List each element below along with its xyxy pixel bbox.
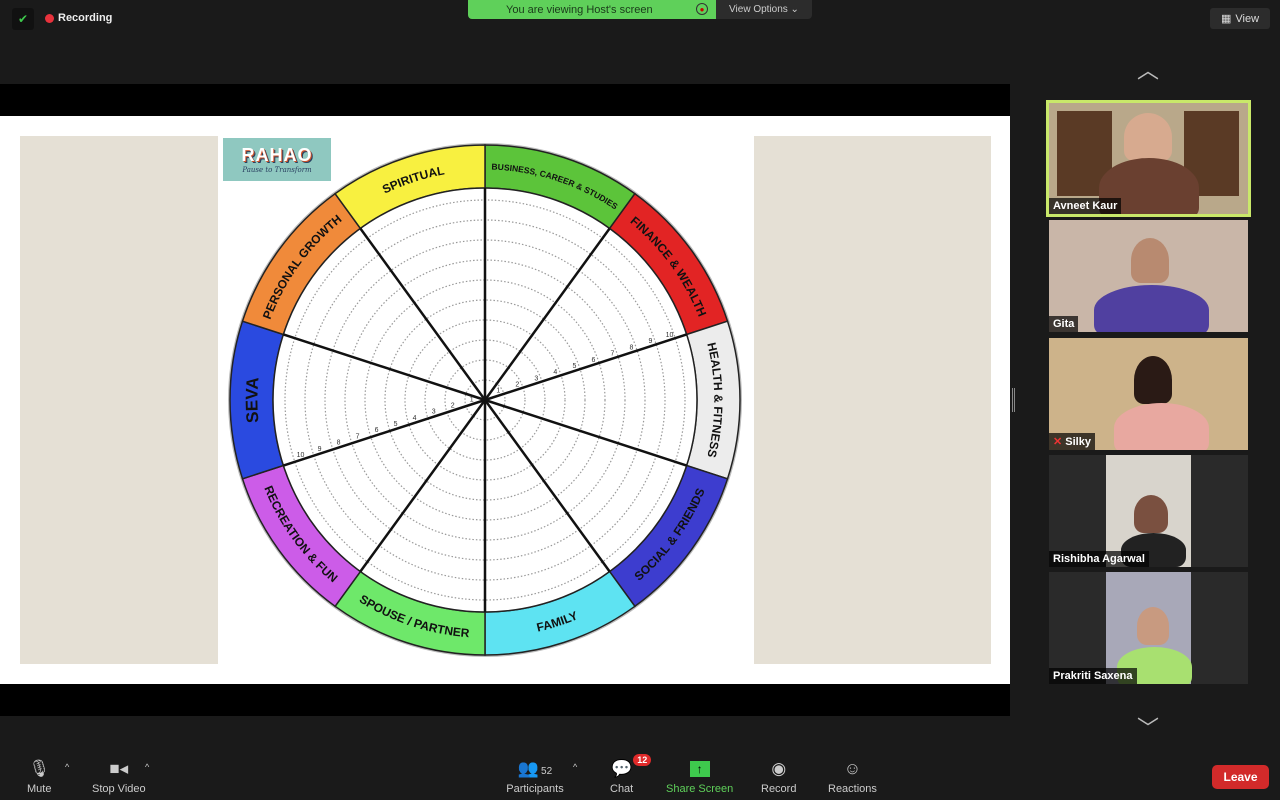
share-screen-label: Share Screen [666, 783, 734, 795]
segment-label: HEALTH & FITNESS [704, 341, 725, 459]
scale-number: 9 [318, 446, 322, 453]
participants-icon: 👥52 [517, 759, 553, 778]
stop-video-button[interactable]: ■◂ Stop Video [92, 758, 146, 795]
spoke [359, 227, 487, 401]
video-tile[interactable]: Prakriti Saxena [1049, 572, 1248, 684]
participants-options-caret[interactable]: ^ [573, 762, 578, 772]
panel-resize-handle[interactable] [1012, 388, 1015, 412]
participants-label: Participants [506, 783, 564, 795]
banner-text: You are viewing Host's screen [506, 3, 653, 16]
scale-number: 4 [413, 415, 417, 422]
scale-ring [424, 339, 546, 461]
scale-number: 3 [534, 375, 538, 382]
spoke [359, 399, 487, 573]
scale-number: 2 [515, 381, 519, 388]
chat-icon: 💬12 [611, 754, 652, 780]
scale-number: 7 [610, 351, 614, 358]
record-dot-icon [45, 13, 54, 23]
participant-name: Gita [1049, 316, 1079, 332]
scale-ring [444, 359, 526, 441]
scale-number: 2 [451, 403, 455, 410]
grid-icon: ▦ [1220, 13, 1232, 25]
logo-tagline: Pause to Transform [242, 166, 312, 174]
mute-label: Mute [27, 783, 52, 795]
video-tile[interactable]: Rishibha Agarwal [1049, 455, 1248, 567]
participant-name: Rishibha Agarwal [1049, 551, 1149, 567]
participant-count: 52 [541, 766, 553, 777]
mute-button[interactable]: 🎙 Mute [27, 758, 51, 795]
leave-button[interactable]: Leave [1212, 765, 1269, 789]
participant-name-silky: ✕ Silky [1049, 433, 1095, 450]
microphone-icon: 🎙 [28, 759, 51, 778]
chat-badge: 12 [633, 754, 652, 766]
muted-mic-icon: ✕ [1053, 436, 1063, 448]
logo-text: RAHAO [241, 145, 313, 165]
scale-number: 5 [572, 363, 576, 370]
scroll-up-icon[interactable]: ︿ [1136, 58, 1159, 83]
scale-number: 1 [496, 388, 500, 395]
scale-number: 10 [666, 332, 674, 339]
recording-label: Recording [58, 12, 113, 24]
video-tile[interactable]: Gita [1049, 220, 1248, 332]
scroll-down-icon[interactable]: ﹀ [1136, 716, 1159, 741]
slide-right-panel [754, 136, 991, 664]
view-label: View [1235, 12, 1260, 25]
video-tile[interactable]: ✕ Silky [1049, 338, 1248, 450]
scale-number: 4 [553, 369, 557, 376]
spoke [483, 399, 611, 573]
scale-number: 1 [470, 396, 474, 403]
video-camera-icon: ■◂ [109, 759, 129, 778]
record-button[interactable]: ◉ Record [761, 758, 796, 795]
spoke [484, 398, 688, 467]
stop-video-label: Stop Video [92, 783, 146, 795]
security-shield-icon[interactable]: ✔ [12, 8, 34, 30]
scale-ring [404, 319, 566, 481]
video-tile[interactable]: Avneet Kaur [1046, 100, 1251, 217]
view-button[interactable]: ▦View [1210, 8, 1270, 29]
spoke [282, 333, 486, 402]
viewing-banner: You are viewing Host's screen ● [468, 0, 716, 19]
video-options-caret[interactable]: ^ [145, 762, 150, 772]
scale-number: 9 [649, 338, 653, 345]
participant-name: Avneet Kaur [1049, 198, 1122, 214]
scale-ring [364, 279, 606, 521]
participant-name: Silky [1065, 436, 1091, 448]
spoke [483, 227, 611, 401]
audio-options-caret[interactable]: ^ [65, 762, 70, 772]
scale-number: 10 [297, 452, 305, 459]
record-label: Record [761, 783, 797, 795]
slide-left-panel [20, 136, 218, 664]
participant-name: Prakriti Saxena [1049, 668, 1137, 684]
reactions-label: Reactions [828, 783, 877, 795]
recording-indicator[interactable]: Recording [45, 12, 112, 24]
scale-number: 7 [356, 433, 360, 440]
scale-number: 8 [337, 440, 341, 447]
share-screen-icon: ↑ [689, 761, 710, 777]
scale-number: 6 [591, 357, 595, 364]
spoke [484, 333, 688, 402]
spoke [282, 398, 486, 467]
view-options-button[interactable]: View Options ⌄ [716, 0, 812, 19]
reactions-button[interactable]: ☺ Reactions [828, 758, 877, 795]
scale-number: 6 [375, 427, 379, 434]
scale-ring [464, 379, 506, 421]
scale-number: 3 [432, 409, 436, 416]
cloud-icon: ● [696, 3, 708, 15]
smiley-icon: ☺ [843, 759, 862, 778]
top-bar: ✔ Recording You are viewing Host's scree… [0, 0, 1280, 36]
scale-number: 5 [394, 421, 398, 428]
chat-label: Chat [610, 783, 634, 795]
share-screen-button[interactable]: ↑ Share Screen [666, 758, 733, 795]
record-icon: ◉ [771, 759, 787, 778]
scale-number: 8 [630, 344, 634, 351]
